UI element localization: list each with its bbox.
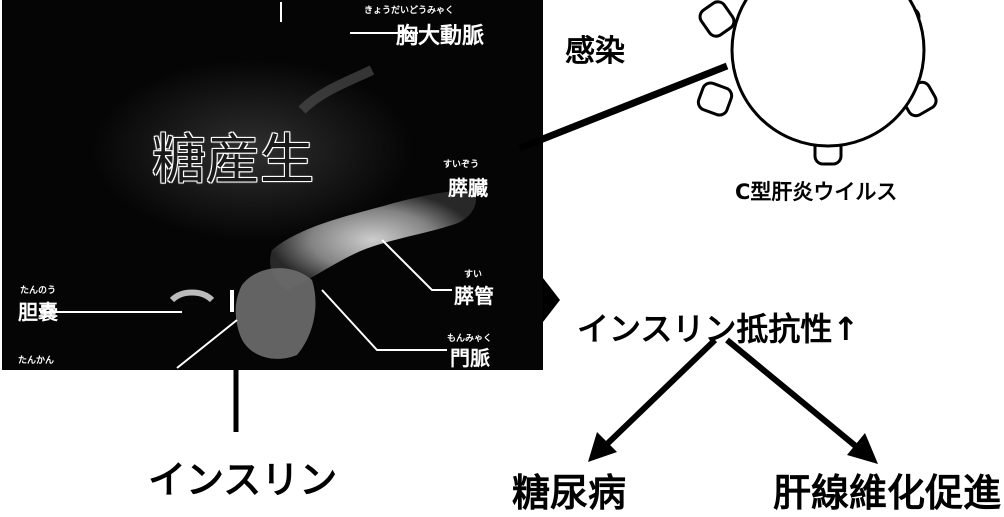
hcv-virus-icon <box>696 0 938 166</box>
infection-connector <box>518 62 729 152</box>
diagram-connectors <box>233 0 938 464</box>
hcv-label: C型肝炎ウイルス <box>735 180 898 204</box>
insulin-label: インスリン <box>148 458 338 502</box>
liver-illustration-panel: 糖産生 きょうだいどうみゃく 胸大動脈 すいぞう 膵臓 すい 膵管 たんのう 胆… <box>2 0 543 370</box>
arrow-head-diabetes <box>588 432 617 462</box>
bile-duct-pointer <box>176 319 238 369</box>
pancreatic-duct-reading: すい <box>464 270 483 280</box>
portal-vein-pointer <box>321 289 447 351</box>
pancreas-reading: すいぞう <box>443 160 480 170</box>
arrow-to-diabetes <box>602 337 718 449</box>
pancreas-label: 膵臓 <box>448 176 488 200</box>
aorta-label: 胸大動脈 <box>396 24 485 49</box>
callout-wedge <box>543 278 560 322</box>
insulin-resistance-label: インスリン抵抗性↑ <box>577 310 860 348</box>
infection-label: 感染 <box>565 34 625 69</box>
portal-vein-reading: もんみゃく <box>447 334 493 344</box>
aorta-streak <box>298 65 375 114</box>
arrow-head-fibrosis <box>847 433 878 464</box>
small-marker <box>230 290 234 312</box>
pancreas-shape <box>270 190 476 290</box>
organ-artwork <box>40 2 476 369</box>
pancreatic-duct-pointer <box>381 239 452 291</box>
liver-haze <box>92 60 412 240</box>
fibrosis-promotion-label: 肝線維化促進 <box>773 471 1002 515</box>
diabetes-label: 糖尿病 <box>512 471 627 515</box>
aorta-reading: きょうだいどうみゃく <box>364 6 455 16</box>
bile-duct-reading: たんかん <box>18 356 55 366</box>
gallbladder-reading: たんのう <box>20 286 57 296</box>
arrow-to-fibrosis <box>725 337 860 451</box>
gallbladder-label: 胆嚢 <box>18 300 58 324</box>
gallbladder-shape <box>169 289 215 303</box>
glucose-production-label: 糖産生 <box>152 128 314 191</box>
pancreatic-duct-label: 膵管 <box>454 284 494 308</box>
duodenum-shape <box>235 268 316 359</box>
portal-vein-label: 門脈 <box>450 346 490 370</box>
